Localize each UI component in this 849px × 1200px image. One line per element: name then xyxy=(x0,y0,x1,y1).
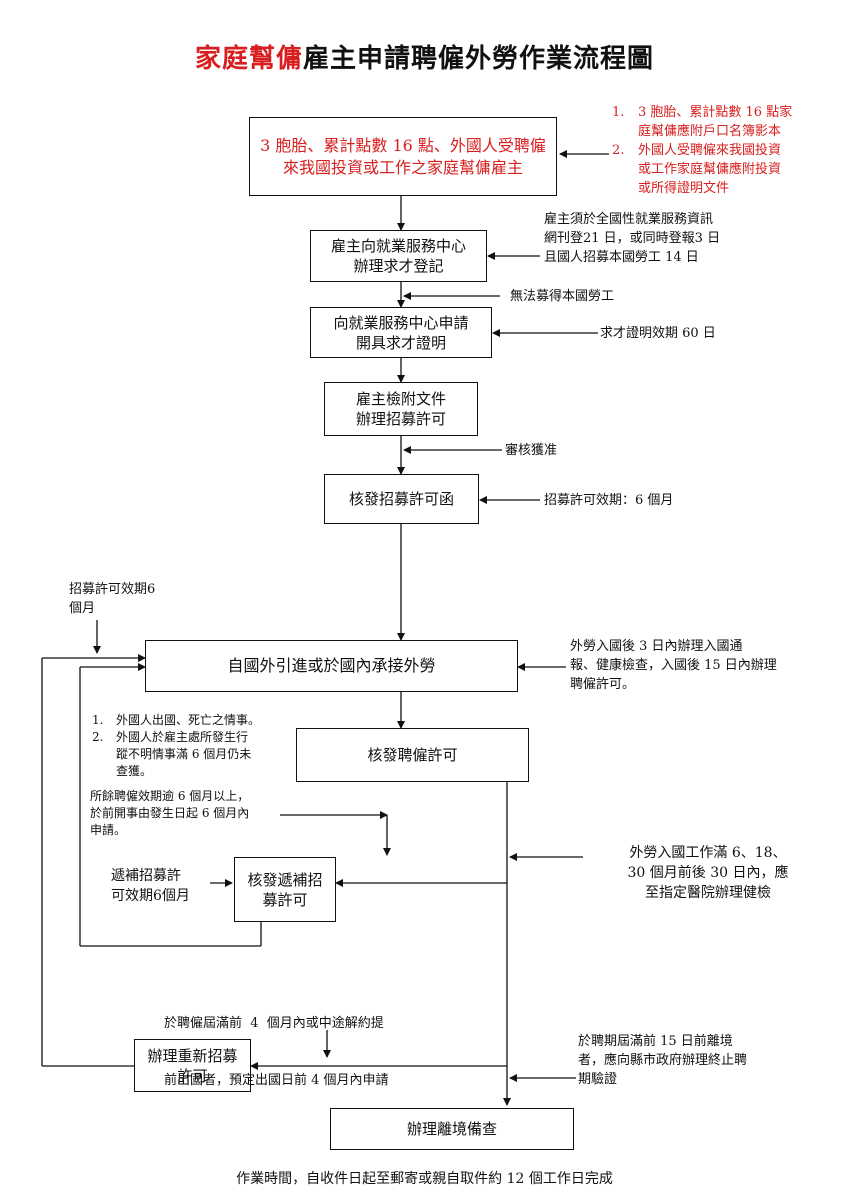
remaining-line-2: 於前開事由發生日起 6 個月內 xyxy=(90,806,250,820)
employment-permit-box: 核發聘僱許可 xyxy=(296,728,529,782)
health-line-2: 30 個月前後 30 日內，應 xyxy=(627,865,789,881)
entry-line-3: 聘僱許可。 xyxy=(570,677,636,692)
recruit-permit-issue-box: 核發招募許可函 xyxy=(324,474,479,524)
documents-item-2-num: 2. xyxy=(612,143,625,158)
recruit-permit-issue-label: 核發招募許可函 xyxy=(348,490,454,508)
processing-time-footer: 作業時間，自收件日起至郵寄或親自取件約 12 個工作日完成 xyxy=(236,1171,613,1187)
eligibility-box: 3 胞胎、累計點數 16 點、外國人受聘僱 來我國投資或工作之家庭幫傭雇主 xyxy=(249,117,557,196)
title-highlight: 家庭幫傭 xyxy=(194,44,303,74)
job-registration-box: 雇主向就業服務中心 辦理求才登記 xyxy=(310,230,487,282)
replacement-validity-line-2: 可效期6個月 xyxy=(111,888,190,904)
replacement-permit-box: 核發遞補招 募許可 xyxy=(234,857,336,922)
condition-1-line-1: 外國人出國、死亡之情事。 xyxy=(116,713,261,727)
publish-line-1: 雇主須於全國性就業服務資訊 xyxy=(544,212,714,227)
publish-line-2: 網刊登21 日，或同時登報3 日 xyxy=(544,231,721,246)
health-line-3: 至指定醫院辦理健檢 xyxy=(645,885,771,901)
replacement-validity-line-1: 遞補招募許 xyxy=(111,868,181,884)
eligibility-line-2: 來我國投資或工作之家庭幫傭雇主 xyxy=(282,157,523,177)
condition-2-line-2: 蹤不明情事滿 6 個月仍未 xyxy=(116,747,252,761)
recruit-permit-validity-left-note: 招募許可效期6 個月 xyxy=(69,580,155,618)
re-recruit-permit-line-2: 許可 xyxy=(177,1066,208,1085)
job-certificate-line-1: 向就業服務中心申請 xyxy=(333,313,469,332)
documents-item-1-line-2: 庭幫傭應附戶口名簿影本 xyxy=(638,124,782,139)
replacement-validity-note: 遞補招募許 可效期6個月 xyxy=(111,866,211,906)
remaining-line-1: 所餘聘僱效期逾 6 個月以上， xyxy=(90,789,250,803)
documents-item-2-line-3: 或所得證明文件 xyxy=(638,181,730,196)
job-registration-line-1: 雇主向就業服務中心 xyxy=(330,237,466,255)
remaining-line-3: 申請。 xyxy=(90,823,127,837)
no-local-workers-note: 無法募得本國勞工 xyxy=(510,289,615,304)
replacement-permit-line-1: 核發遞補招 xyxy=(247,870,323,889)
exit-line-3: 期驗證 xyxy=(578,1072,618,1087)
re-recruit-permit-line-1: 辦理重新招募 xyxy=(147,1046,238,1065)
recruit-permit-apply-line-1: 雇主檢附文件 xyxy=(355,390,446,408)
recruit-permit-validity-note: 招募許可效期：6 個月 xyxy=(544,493,674,508)
condition-2-line-1: 外國人於雇主處所發生行 xyxy=(116,730,249,744)
bring-in-worker-box: 自國外引進或於國內承接外勞 xyxy=(145,640,518,692)
documents-item-1-line-1: 3 胞胎、累計點數 16 點家 xyxy=(638,105,793,120)
replacement-conditions-note: 1. 外國人出國、死亡之情事。 2. 外國人於雇主處所發生行蹤不明情事滿 6 個… xyxy=(92,712,292,780)
exit-line-1: 於聘期屆滿前 15 日前離境 xyxy=(578,1034,733,1049)
condition-1-num: 1. xyxy=(92,713,104,727)
documents-item-1-num: 1. xyxy=(612,105,625,120)
approved-note: 審核獲准 xyxy=(505,443,558,458)
job-registration-line-2: 辦理求才登記 xyxy=(353,257,444,275)
job-certificate-box: 向就業服務中心申請 開具求才證明 xyxy=(310,307,492,358)
title-main: 雇主申請聘僱外勞作業流程圖 xyxy=(303,44,655,74)
entry-line-1: 外勞入國後 3 日內辦理入國通 xyxy=(570,639,743,654)
exit-line-2: 者，應向縣市政府辦理終止聘 xyxy=(578,1053,748,1068)
remaining-period-note: 所餘聘僱效期逾 6 個月以上， 於前開事由發生日起 6 個月內 申請。 xyxy=(90,788,290,839)
validity-left-line-1: 招募許可效期6 xyxy=(69,582,156,597)
exit-report-label: 辦理離境備查 xyxy=(406,1120,497,1138)
re-recruit-line-1: 於聘僱屆滿前 4 個月內或中途解約提 xyxy=(164,1016,384,1031)
job-certificate-line-2: 開具求才證明 xyxy=(355,333,446,352)
required-documents-note: 1. 3 胞胎、累計點數 16 點家庭幫傭應附戶口名簿影本 2. 外國人受聘僱來… xyxy=(612,103,844,198)
validity-left-line-2: 個月 xyxy=(69,601,96,616)
entry-requirement-note: 外勞入國後 3 日內辦理入國通 報、健康檢查，入國後 15 日內辦理 聘僱許可。 xyxy=(570,637,830,694)
page-title: 家庭幫傭雇主申請聘僱外勞作業流程圖 xyxy=(0,38,849,75)
employment-permit-label: 核發聘僱許可 xyxy=(367,746,458,764)
publish-requirement-note: 雇主須於全國性就業服務資訊 網刊登21 日，或同時登報3 日 且國人招募本國勞工… xyxy=(544,210,784,267)
exit-report-box: 辦理離境備查 xyxy=(330,1108,574,1150)
replacement-permit-line-2: 募許可 xyxy=(262,890,308,909)
bring-in-worker-label: 自國外引進或於國內承接外勞 xyxy=(227,656,436,675)
eligibility-line-1: 3 胞胎、累計點數 16 點、外國人受聘僱 xyxy=(260,135,546,155)
certificate-validity-note: 求才證明效期 60 日 xyxy=(600,326,716,341)
condition-2-num: 2. xyxy=(92,730,104,744)
re-recruit-permit-box: 辦理重新招募 許可 xyxy=(134,1039,251,1092)
recruit-permit-apply-line-2: 辦理招募許可 xyxy=(355,410,446,428)
publish-line-3: 且國人招募本國勞工 14 日 xyxy=(544,250,699,265)
condition-2-line-3: 查獲。 xyxy=(116,764,153,778)
health-line-1: 外勞入國工作滿 6、18、 xyxy=(629,845,787,861)
documents-item-2-line-2: 或工作家庭幫傭應附投資 xyxy=(638,162,782,177)
entry-line-2: 報、健康檢查，入國後 15 日內辦理 xyxy=(570,658,777,673)
documents-item-2-line-1: 外國人受聘僱來我國投資 xyxy=(638,143,782,158)
health-check-note: 外勞入國工作滿 6、18、 30 個月前後 30 日內，應 至指定醫院辦理健檢 xyxy=(588,843,828,903)
re-recruit-line-2: 前出國者，預定出國日前 4 個月內申請 xyxy=(164,1073,389,1088)
recruit-permit-apply-box: 雇主檢附文件 辦理招募許可 xyxy=(324,382,478,436)
exit-timing-note: 於聘期屆滿前 15 日前離境 者，應向縣市政府辦理終止聘 期驗證 xyxy=(578,1032,828,1089)
re-recruit-timing-note: 於聘僱屆滿前 4 個月內或中途解約提 前出國者，預定出國日前 4 個月內申請 xyxy=(164,976,484,1109)
